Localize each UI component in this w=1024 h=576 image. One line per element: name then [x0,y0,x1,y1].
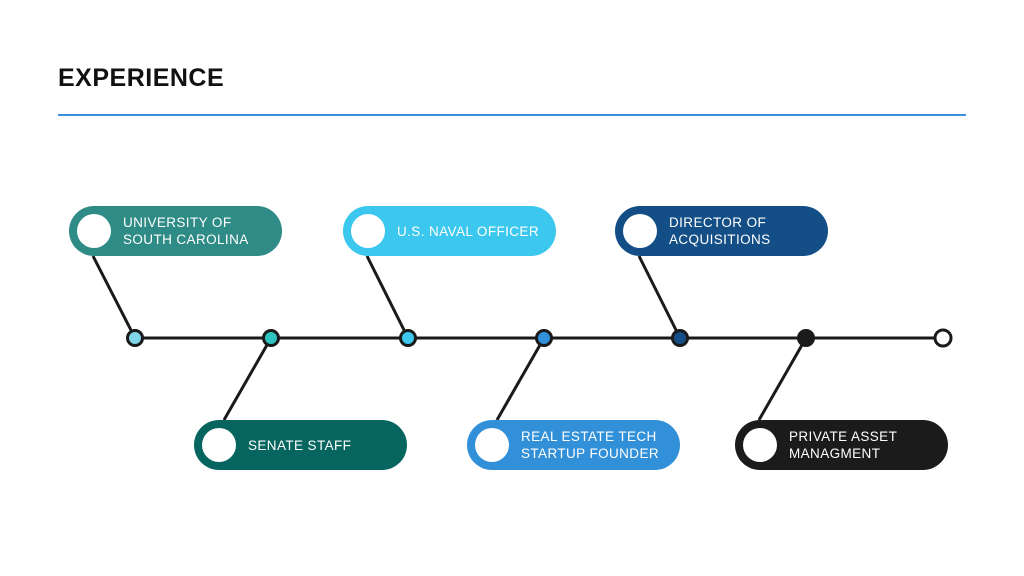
milestone-pill: DIRECTOR OF ACQUISITIONS [615,206,828,256]
timeline-node [535,329,553,347]
milestone-label: SENATE STAFF [248,437,352,453]
page-title: EXPERIENCE [58,64,225,92]
milestone-circle-icon [743,428,777,462]
milestone-circle-icon [202,428,236,462]
milestone-pill: U.S. NAVAL OFFICER [343,206,556,256]
title-underline [58,114,966,116]
milestone-circle-icon [351,214,385,248]
milestone-circle-icon [475,428,509,462]
milestone-label: UNIVERSITY OF SOUTH CAROLINA [123,215,249,247]
milestone-label: DIRECTOR OF ACQUISITIONS [669,215,771,247]
timeline-node [399,329,417,347]
milestone-pill: PRIVATE ASSET MANAGMENT [735,420,948,470]
timeline-node [126,329,144,347]
connector-3 [365,255,410,339]
connector-2 [222,337,273,421]
connector-6 [757,337,808,421]
timeline-node [671,329,689,347]
timeline-node [797,329,815,347]
connector-1 [91,255,137,339]
milestone-label: PRIVATE ASSET MANAGMENT [789,429,898,461]
milestone-pill: UNIVERSITY OF SOUTH CAROLINA [69,206,282,256]
milestone-label: U.S. NAVAL OFFICER [397,223,539,239]
milestone-label: REAL ESTATE TECH STARTUP FOUNDER [521,429,660,461]
milestone-pill: REAL ESTATE TECH STARTUP FOUNDER [467,420,680,470]
connector-5 [637,255,682,339]
timeline-end-node [933,328,953,348]
connector-4 [495,337,546,421]
milestone-circle-icon [77,214,111,248]
timeline-node [262,329,280,347]
milestone-circle-icon [623,214,657,248]
milestone-pill: SENATE STAFF [194,420,407,470]
